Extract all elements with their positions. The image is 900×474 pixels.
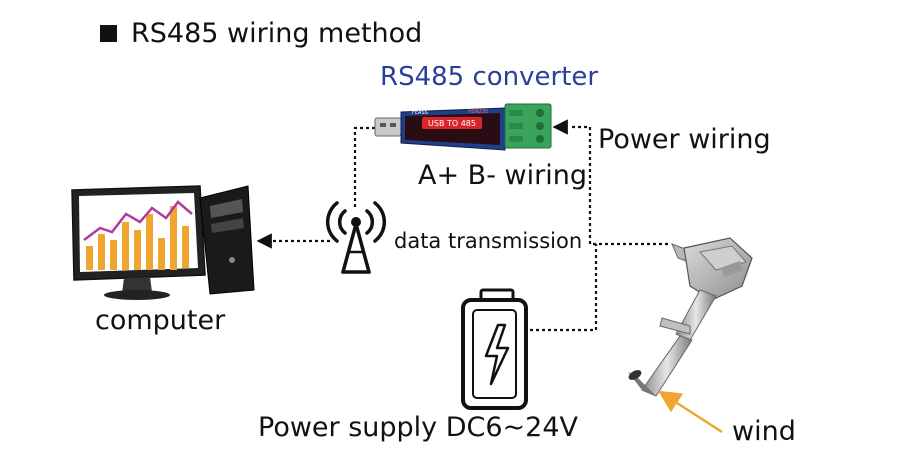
- converter-brand-text: FEASS: [412, 110, 428, 116]
- converter-badge: [422, 117, 482, 129]
- wind-arrow: [658, 390, 723, 434]
- heading-bullet: [100, 25, 117, 42]
- section-heading: RS485 wiring method: [100, 18, 422, 49]
- ab-wiring-label: A+ B- wiring: [418, 160, 587, 191]
- screen-line-chart: [83, 200, 193, 241]
- connection-lines: [256, 119, 668, 332]
- converter-title: RS485 converter: [380, 62, 599, 92]
- wind-sensor: [628, 237, 753, 397]
- lightning-icon: [484, 323, 510, 386]
- converter-model-text: HD6235: [468, 109, 488, 115]
- antenna-to-usb-line: [353, 126, 375, 207]
- computer-icon: [71, 185, 255, 300]
- heading-text: RS485 wiring method: [131, 18, 423, 49]
- power-supply-label: Power supply DC6~24V: [258, 412, 579, 443]
- antenna-icon: [325, 201, 387, 274]
- battery-icon: [461, 288, 528, 410]
- usb-rs485-converter: USB TO 485 FEASS HD6235: [374, 103, 552, 151]
- screen-bar-chart: [86, 206, 189, 270]
- computer-label: computer: [95, 305, 226, 336]
- wind-label: wind: [732, 416, 796, 447]
- data-transmission-label: data transmission: [394, 229, 583, 253]
- converter-to-sensor-line: [572, 125, 668, 246]
- power-wiring-label: Power wiring: [598, 124, 771, 155]
- supply-to-line: [530, 244, 598, 332]
- converter-badge-text: USB TO 485: [428, 119, 476, 128]
